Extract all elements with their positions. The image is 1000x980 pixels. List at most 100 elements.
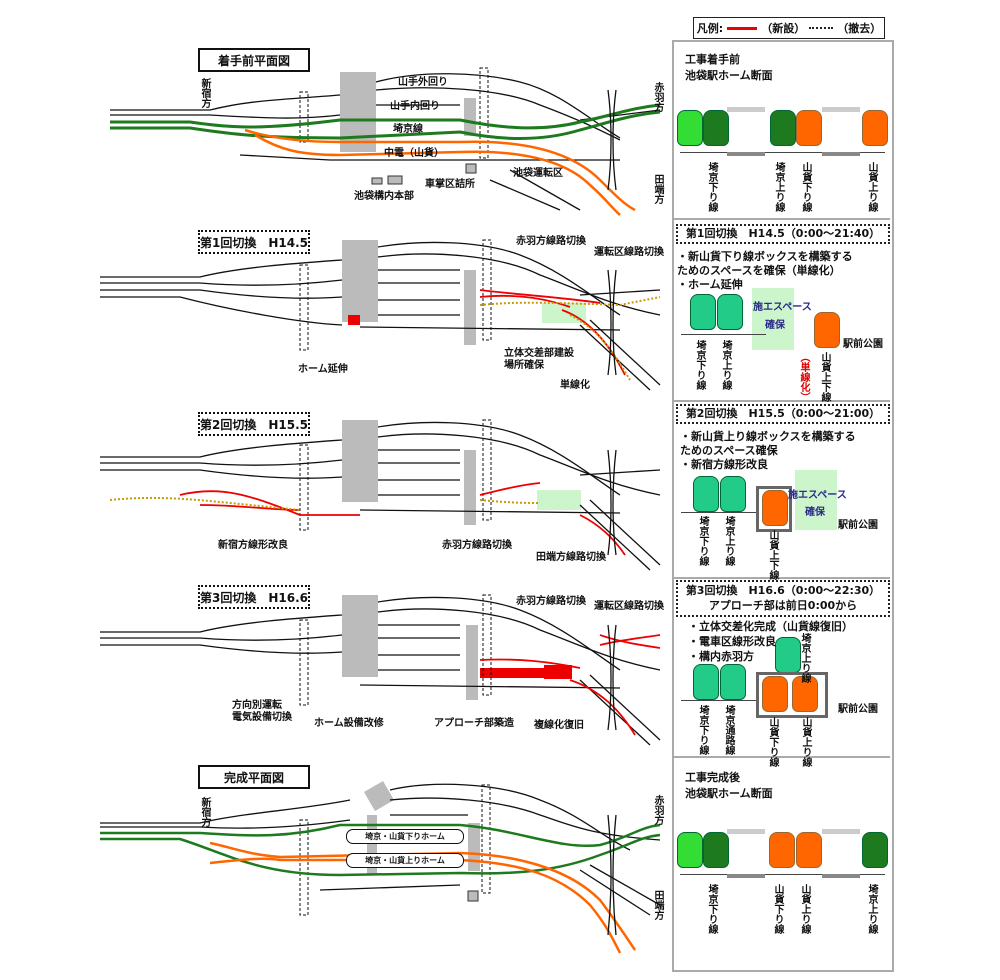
space-label-2: 確保 <box>805 507 825 518</box>
label-tabata-after: 田端方 <box>652 890 663 920</box>
legend-removed-line <box>809 27 834 29</box>
section2-bullet2: ためのスペース確保 <box>680 444 778 457</box>
station-building <box>342 420 378 502</box>
park-label: 駅前公園 <box>843 339 883 350</box>
removed-tracks <box>109 496 541 511</box>
track-label: 埼京下り線 <box>697 516 708 566</box>
car-freight <box>762 490 788 526</box>
label-shinjuku: 新宿方 <box>199 78 210 108</box>
building-hq2 <box>387 175 403 185</box>
car-freight-up <box>796 832 822 868</box>
section2-bullet3: ・新宿方線形改良 <box>680 458 768 471</box>
single-track-note: （単線化） <box>798 352 809 402</box>
label-direction-op: 方向別運転 <box>232 700 282 711</box>
section-divider <box>672 400 890 402</box>
platform-extension <box>348 315 360 325</box>
freight-tracks <box>244 128 636 216</box>
car-saikyo-up <box>862 832 888 868</box>
section3-bullet2: ・電車区線形改良 <box>688 635 776 648</box>
label-down-platform: 埼京・山貨下りホーム <box>365 832 445 841</box>
section-marker <box>479 67 489 159</box>
up-platform: 埼京・山貨上りホーム <box>346 853 464 868</box>
label-tabata: 田端方 <box>652 174 663 204</box>
label-akabane-after: 赤羽方 <box>652 795 663 825</box>
car-saikyo-down <box>693 664 719 700</box>
label-yamanote-inner: 山手内回り <box>390 101 440 112</box>
space-label-2: 確保 <box>765 320 785 331</box>
track-label: 山貨下り線 <box>767 717 778 767</box>
label-yamanote-outer: 山手外回り <box>398 77 448 88</box>
station-building <box>342 595 378 677</box>
car-freight-up <box>862 110 888 146</box>
label-akabane-switch-2: 赤羽方線路切換 <box>442 540 512 551</box>
section-before-line1: 工事着手前 <box>685 53 740 66</box>
concourse <box>367 815 377 875</box>
track-label: 山貨下り線 <box>772 884 783 934</box>
section1-bullet1: ・新山貨下り線ボックスを構築する <box>677 250 853 263</box>
plan-switch2-diagram <box>100 419 661 571</box>
car-freight-down <box>796 110 822 146</box>
depot-building <box>464 450 476 525</box>
new-tracks <box>479 634 661 736</box>
section-after-line2: 池袋駅ホーム断面 <box>685 787 773 800</box>
track-label: 埼京下り線 <box>706 162 717 212</box>
park-label: 駅前公園 <box>838 520 878 531</box>
approach-structure <box>480 668 570 678</box>
track-label: 埼京上り線 <box>866 884 877 934</box>
car-saikyo-passage <box>720 664 746 700</box>
work-space-area <box>795 470 837 530</box>
platform-canopy <box>822 107 860 156</box>
legend-new-label: （新設） <box>761 22 806 35</box>
legend: 凡例: （新設） （撤去） <box>693 17 885 39</box>
border-brackets <box>607 814 617 936</box>
space-label-1: 施エスペース <box>788 490 847 501</box>
work-space-area <box>752 288 794 350</box>
label-double-restore: 複線化復旧 <box>534 720 584 731</box>
car-saikyo-down <box>677 110 703 146</box>
plan-after-diagram <box>100 780 661 954</box>
building-hq <box>371 177 383 185</box>
track-label: 埼京下り線 <box>706 884 717 934</box>
section-marker <box>482 419 492 521</box>
label-saikyo: 埼京線 <box>393 124 423 135</box>
depot-building <box>466 625 478 700</box>
plan-title-switch2: 第2回切換 H15.5 <box>198 412 310 436</box>
label-single-track: 単線化 <box>560 380 590 391</box>
section-before-line2: 池袋駅ホーム断面 <box>685 69 773 82</box>
car-freight-up <box>792 676 818 712</box>
track-label: 山貨上り線 <box>800 717 811 767</box>
label-depot-switch-1: 運転区線路切換 <box>594 247 664 258</box>
label-approach: アプローチ部築造 <box>434 718 514 729</box>
park-label: 駅前公園 <box>838 704 878 715</box>
track-label: 埼京下り線 <box>697 705 708 755</box>
car-freight-down <box>769 832 795 868</box>
label-platform-mod: ホーム設備改修 <box>314 718 384 729</box>
building <box>467 890 479 902</box>
track-label: 埼京上り線 <box>720 340 731 390</box>
building-crew <box>465 163 477 174</box>
plan-title-before: 着手前平面図 <box>198 48 310 72</box>
track-label: 山貨上り線 <box>799 884 810 934</box>
section-title-switch3: 第3回切換 H16.6（0:00〜22:30） アプローチ部は前日0:00から <box>676 580 890 617</box>
ground-line <box>680 874 885 875</box>
car-saikyo-down <box>693 476 719 512</box>
car-saikyo-down <box>677 832 703 868</box>
plan-switch1-diagram <box>100 239 661 391</box>
legend-new-line <box>727 26 758 30</box>
label-shinjuku-improve: 新宿方線形改良 <box>218 540 288 551</box>
section-marker <box>299 819 309 916</box>
section-divider <box>672 577 890 579</box>
depot-building <box>468 823 480 871</box>
space-label-1: 施エスペース <box>753 302 812 313</box>
label-up-platform: 埼京・山貨上りホーム <box>365 856 445 865</box>
track-label: 埼京上り線 <box>799 633 810 683</box>
track-label: 山貨上下線 <box>819 352 830 402</box>
track-label: 埼京通路線 <box>723 705 734 755</box>
section2-bullet1: ・新山貨上り線ボックスを構築する <box>680 430 856 443</box>
plan-title-switch1: 第1回切換 H14.5 <box>198 230 310 254</box>
down-platform: 埼京・山貨下りホーム <box>346 829 464 844</box>
section-marker <box>299 264 309 351</box>
label-tabata-switch: 田端方線路切換 <box>536 552 606 563</box>
label-grade-sep-2: 場所確保 <box>504 360 544 371</box>
track-label: 埼京下り線 <box>694 340 705 390</box>
